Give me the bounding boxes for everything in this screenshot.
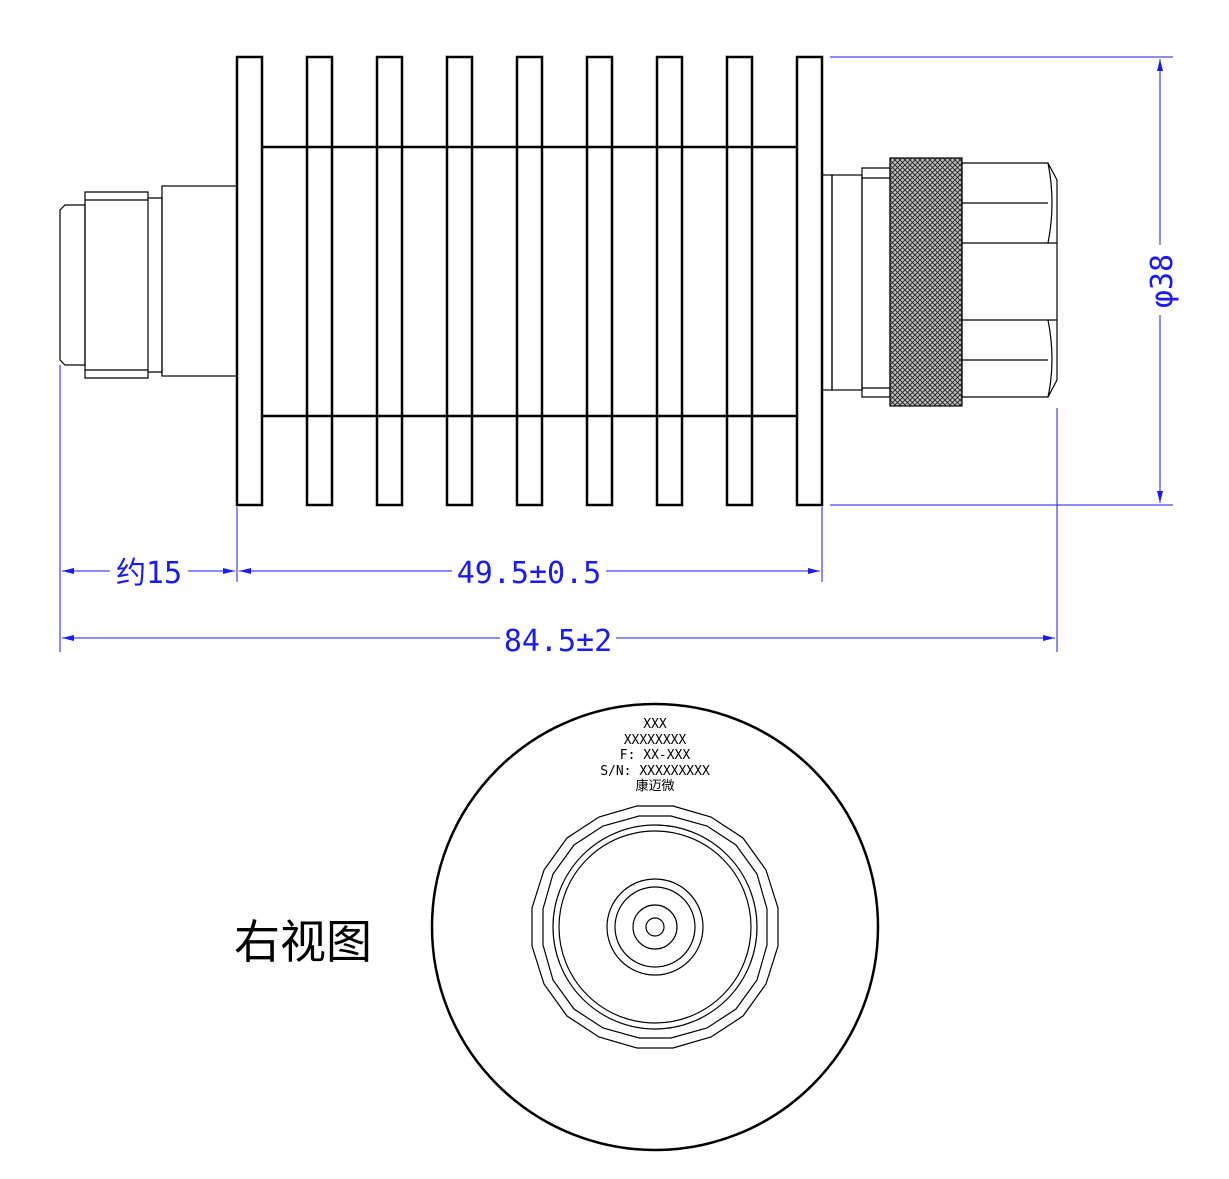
- dimensions: [59, 56, 1173, 652]
- outer-body-circle: [430, 702, 880, 1152]
- side-view: [59, 55, 1058, 507]
- right-view: [430, 702, 880, 1152]
- marking-line-4: S/N: XXXXXXXXX: [600, 764, 710, 779]
- knurled-nut[interactable]: [889, 157, 963, 407]
- right-view-label: 右视图: [234, 915, 372, 969]
- marking-line-5: 康迈微: [635, 778, 674, 794]
- dim-approx-length: 约15: [116, 556, 182, 591]
- marking-line-1: XXX: [643, 717, 667, 732]
- label-marking: XXX XXXXXXXX F: XX-XXX S/N: XXXXXXXXX 康迈…: [600, 717, 710, 794]
- dim-total-length: 84.5±2: [504, 624, 612, 659]
- heatsink-fins[interactable]: [235, 55, 824, 507]
- heatsink-core: [262, 145, 797, 418]
- dim-diameter: φ38: [1145, 254, 1180, 308]
- hex-nut-outline: [531, 805, 779, 1049]
- center-pin: [645, 917, 665, 937]
- right-connector: [821, 157, 1058, 407]
- dim-body-length: 49.5±0.5: [457, 556, 602, 591]
- marking-line-2: XXXXXXXX: [624, 733, 687, 748]
- marking-line-3: F: XX-XXX: [620, 748, 691, 763]
- left-connector: [59, 185, 238, 379]
